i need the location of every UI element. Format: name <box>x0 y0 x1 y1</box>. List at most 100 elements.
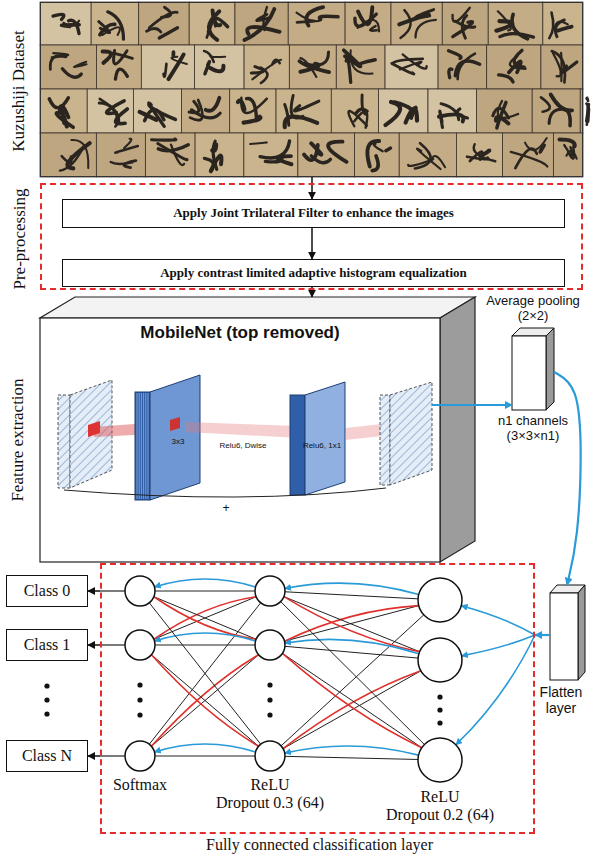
brush-stroke <box>115 69 127 79</box>
sample-tile <box>235 2 288 45</box>
weight-curve <box>282 653 421 747</box>
brush-stroke <box>441 104 459 120</box>
sample-tile <box>91 2 139 45</box>
weight-curve <box>285 606 419 642</box>
connector-arrow <box>311 177 313 199</box>
weight-line <box>285 606 419 642</box>
dense-network <box>44 576 535 782</box>
brush-stroke <box>386 148 391 151</box>
brush-stroke <box>306 7 323 25</box>
sample-tile <box>133 89 181 133</box>
brush-stroke <box>560 140 575 147</box>
brush-stroke <box>566 151 576 159</box>
neuron <box>125 630 155 660</box>
neuron <box>418 578 462 622</box>
box-front-face <box>40 318 440 562</box>
pooling-block <box>512 328 554 410</box>
section-label: Feature extraction <box>8 378 28 501</box>
ellipsis-dot <box>137 682 142 687</box>
brush-stroke <box>171 52 175 55</box>
flatten-block <box>550 585 585 680</box>
brush-stroke <box>510 56 526 69</box>
weight-line <box>149 603 260 744</box>
brush-stroke <box>362 95 366 114</box>
weight-line <box>284 597 420 652</box>
ellipsis-dot <box>437 694 442 699</box>
brush-stroke <box>67 143 89 168</box>
ellipsis-dot <box>267 697 272 702</box>
ellipsis-dot <box>137 712 142 717</box>
sample-tile <box>553 133 583 177</box>
sample-tile <box>96 45 141 89</box>
neuron <box>418 638 462 682</box>
brush-stroke <box>152 139 176 140</box>
neuron <box>125 741 155 771</box>
brush-stroke <box>164 64 167 77</box>
brush-stroke <box>53 14 64 19</box>
brush-stroke <box>551 95 572 111</box>
brush-stroke <box>374 144 383 151</box>
weight-line <box>281 602 425 745</box>
operation-label: Relu6, 1x1 <box>303 441 341 450</box>
sample-tile <box>438 45 487 89</box>
sample-tile <box>145 133 195 177</box>
channel-line <box>141 393 142 499</box>
feature-slab <box>390 382 432 485</box>
weight-line <box>155 591 255 592</box>
section-label: Kuzushiji Dataset <box>9 30 29 151</box>
sample-tile <box>230 89 276 133</box>
brush-stroke <box>512 14 528 38</box>
layer-shape: n1 channels (3×3×n1) <box>493 414 573 444</box>
brush-stroke <box>456 21 475 27</box>
connector-arrow <box>88 590 100 592</box>
feature-slab <box>380 395 390 485</box>
mobilenet-block <box>40 297 475 562</box>
flatten-layer: Flatten layer <box>550 585 585 680</box>
class-name: Class N <box>22 747 72 765</box>
sample-tile <box>87 89 133 133</box>
brush-stroke <box>159 28 177 38</box>
brush-stroke <box>367 141 379 167</box>
brush-stroke <box>252 60 281 80</box>
weight-curve <box>154 744 255 752</box>
weight-curve <box>154 579 255 587</box>
weight-line <box>151 655 258 747</box>
neuron <box>255 630 285 660</box>
brush-stroke <box>587 98 588 101</box>
sample-tile <box>456 133 502 177</box>
brush-stroke <box>210 66 224 72</box>
sample-tile <box>385 45 438 89</box>
sample-tile <box>40 133 96 177</box>
kernel-window <box>170 417 180 431</box>
dataset-image: Kuzushiji Dataset <box>40 2 583 177</box>
process-box: Apply Joint Trilateral Filter to enhance… <box>62 199 565 228</box>
section-label: Pre-processing <box>10 188 30 289</box>
neuron <box>255 576 285 606</box>
weight-curve <box>154 633 255 641</box>
box-side-face <box>440 297 475 562</box>
connector-arrow <box>311 287 313 297</box>
ellipsis-dot <box>267 682 272 687</box>
feature-extractor: Feature extractionMobileNet (top removed… <box>40 297 475 562</box>
sample-tile <box>543 2 583 45</box>
group-caption: Fully connected classification layer <box>102 836 537 854</box>
sample-tile <box>244 133 298 177</box>
brush-stroke <box>74 62 87 67</box>
box-front-face <box>550 593 578 680</box>
classifier-group: Fully connected classification layer <box>100 563 535 834</box>
ellipsis-dot <box>44 697 49 702</box>
operation-label: Relu6, Dwise <box>219 441 266 450</box>
ellipsis-dot <box>137 697 142 702</box>
brush-stroke <box>140 112 157 120</box>
box-side-face <box>578 585 585 680</box>
brush-stroke <box>241 98 267 113</box>
brush-stroke <box>189 101 199 112</box>
ellipsis-dot <box>437 707 442 712</box>
brush-stroke <box>385 102 400 125</box>
weight-line <box>151 655 258 747</box>
kernel-projection <box>345 424 382 440</box>
brush-stroke <box>416 20 436 38</box>
